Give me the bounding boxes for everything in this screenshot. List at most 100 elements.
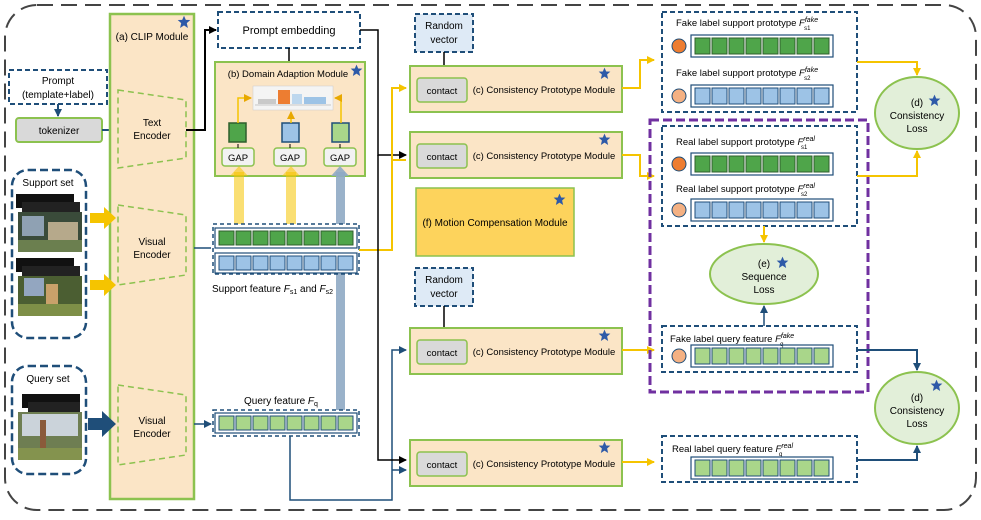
consistency-loss-bottom: (d) Consistency Loss xyxy=(874,371,960,445)
real-query-cell xyxy=(694,459,711,477)
fake-query-cell xyxy=(762,347,779,365)
svg-text:Consistency: Consistency xyxy=(890,111,944,122)
support-feature-block: Support feature Fs1 and Fs2 xyxy=(212,223,360,296)
svg-text:Visual: Visual xyxy=(138,237,165,248)
support-s2-cell xyxy=(303,255,320,271)
support-s1-frame xyxy=(214,227,358,249)
support-s2-cell xyxy=(320,255,337,271)
svg-text:(c) Consistency Prototype Modu: (c) Consistency Prototype Module xyxy=(473,151,616,162)
svg-text:Sequence: Sequence xyxy=(741,272,786,283)
consistency-prototype-module-1: contact (c) Consistency Prototype Module xyxy=(409,65,623,113)
svg-text:Encoder: Encoder xyxy=(133,131,171,142)
random-vector-top: Random vector xyxy=(414,13,474,53)
support-s1-cell xyxy=(320,230,337,246)
sequence-region xyxy=(648,118,870,394)
domain-adaption-module: (b) Domain Adaption Module GAP GAP GAP xyxy=(214,61,366,177)
real-support-2-cell xyxy=(762,201,779,219)
svg-text:(b) Domain Adaption Module: (b) Domain Adaption Module xyxy=(228,69,348,80)
svg-text:(c) Consistency Prototype Modu: (c) Consistency Prototype Module xyxy=(473,85,616,96)
svg-text:(f) Motion Compensation Module: (f) Motion Compensation Module xyxy=(422,218,568,229)
consistency-prototype-module-3: contact (c) Consistency Prototype Module xyxy=(409,327,623,375)
tokenizer-box: tokenizer xyxy=(15,117,103,143)
fake-query-cell xyxy=(711,347,728,365)
support-s1-cell xyxy=(218,230,235,246)
fake-query-cell xyxy=(694,347,711,365)
svg-text:(c) Consistency Prototype Modu: (c) Consistency Prototype Module xyxy=(473,347,616,358)
svg-text:Prompt embedding: Prompt embedding xyxy=(243,25,336,37)
query-video-clip xyxy=(18,394,82,460)
fake-support-1-cell xyxy=(762,37,779,55)
svg-text:contact: contact xyxy=(427,152,458,163)
svg-text:Loss: Loss xyxy=(753,285,774,296)
query-feature-bar xyxy=(214,412,358,434)
query-cell xyxy=(269,415,286,431)
svg-text:(template+label): (template+label) xyxy=(22,90,94,101)
real-support-circle-1 xyxy=(671,156,687,172)
real-support-2-cell xyxy=(779,201,796,219)
real-query-cell xyxy=(711,459,728,477)
real-query-cell xyxy=(762,459,779,477)
support-s2-cell xyxy=(252,255,269,271)
svg-text:vector: vector xyxy=(430,35,458,46)
sequence-loss: (e) Sequence Loss xyxy=(709,243,819,305)
fake-support-2-cell xyxy=(728,87,745,105)
fake-support-2-cell xyxy=(745,87,762,105)
query-feature-block: Query feature Fq xyxy=(212,396,360,437)
fake-query-cell xyxy=(779,347,796,365)
gap-box-2: GAP xyxy=(273,147,307,167)
gap-box-1: GAP xyxy=(221,147,255,167)
fake-query-circle xyxy=(671,348,687,364)
real-query-cell xyxy=(796,459,813,477)
fake-support-bar-2 xyxy=(690,84,834,108)
real-query-cell xyxy=(813,459,830,477)
query-cell xyxy=(303,415,320,431)
real-support-2-cell xyxy=(745,201,762,219)
fake-support-2-cell xyxy=(813,87,830,105)
svg-text:contact: contact xyxy=(427,348,458,359)
support-s1-cell xyxy=(252,230,269,246)
domain-feature-light-green xyxy=(331,122,350,143)
fake-support-2-cell xyxy=(796,87,813,105)
consistency-prototype-module-4: contact (c) Consistency Prototype Module xyxy=(409,439,623,487)
fake-support-1-cell xyxy=(745,37,762,55)
support-feature-s1-bar xyxy=(214,227,358,249)
real-support-1-cell xyxy=(728,155,745,173)
real-support-1-cell xyxy=(711,155,728,173)
fake-query-cell xyxy=(728,347,745,365)
svg-text:Support set: Support set xyxy=(22,178,73,189)
real-support-bar-2 xyxy=(690,198,834,222)
svg-text:vector: vector xyxy=(430,289,458,300)
real-support-circle-2 xyxy=(671,202,687,218)
real-query-bar xyxy=(690,456,834,480)
svg-text:tokenizer: tokenizer xyxy=(39,126,80,137)
gap-box-3: GAP xyxy=(323,147,357,167)
svg-text:Prompt: Prompt xyxy=(42,76,74,87)
support-s1-cell xyxy=(286,230,303,246)
svg-text:GAP: GAP xyxy=(228,153,248,164)
support-feature-label: Support feature Fs1 and Fs2 xyxy=(212,284,333,296)
svg-text:contact: contact xyxy=(427,460,458,471)
query-cell xyxy=(252,415,269,431)
svg-text:Loss: Loss xyxy=(906,124,927,135)
fake-support-1-cell xyxy=(796,37,813,55)
prompt-embedding-box: Prompt embedding xyxy=(217,11,361,49)
query-cell xyxy=(235,415,252,431)
support-s2-cell xyxy=(269,255,286,271)
query-feature-label: Query feature Fq xyxy=(244,396,318,408)
fake-support-1-cell xyxy=(779,37,796,55)
domain-feature-blue xyxy=(281,122,300,143)
svg-text:Loss: Loss xyxy=(906,419,927,430)
query-cell xyxy=(218,415,235,431)
fake-support-2-cell xyxy=(711,87,728,105)
real-support-1-cell xyxy=(796,155,813,173)
fake-support-2-frame xyxy=(690,84,834,108)
domain-mini-chart xyxy=(252,85,334,111)
real-support-2-cell xyxy=(694,201,711,219)
query-cell xyxy=(320,415,337,431)
